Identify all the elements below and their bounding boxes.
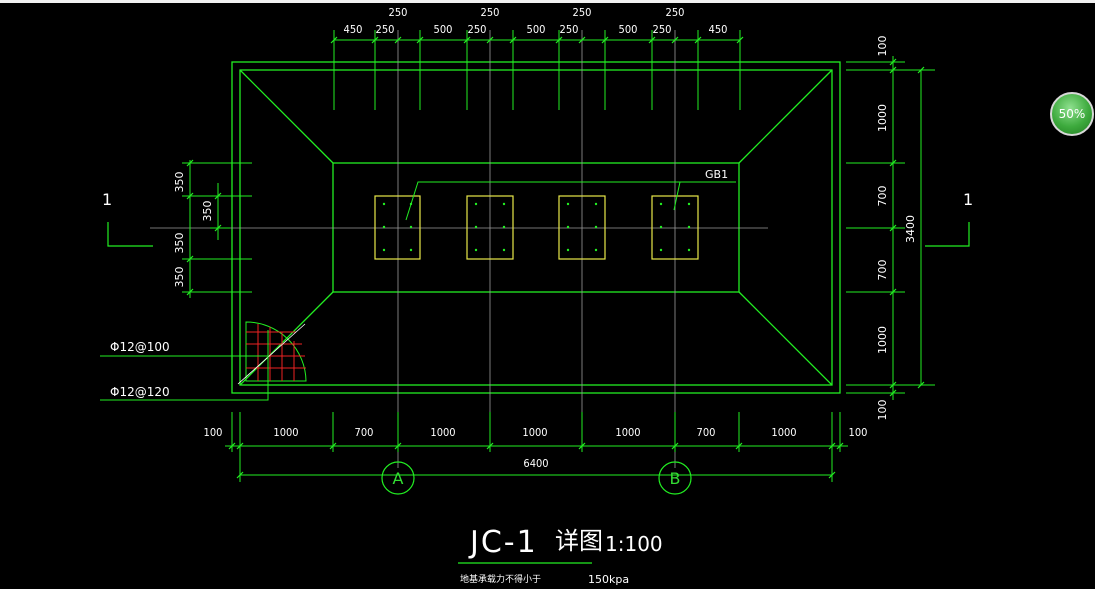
dim-bottom: 1000 <box>522 426 547 439</box>
dim-right: 100 <box>876 36 889 57</box>
dim-top-lower: 250 <box>376 23 395 36</box>
dim-left: 350 <box>173 233 186 254</box>
dim-right: 1000 <box>876 104 889 132</box>
column-3 <box>558 195 606 260</box>
dim-top-lower: 250 <box>560 23 579 36</box>
dim-top-upper: 250 <box>573 6 592 19</box>
dim-bottom: 1000 <box>771 426 796 439</box>
column-bars <box>382 202 691 252</box>
bearing-capacity-value: 150kpa <box>588 573 629 586</box>
bearing-capacity-note: 地基承载力不得小于 <box>460 573 541 585</box>
left-dimension-ticks <box>186 159 222 296</box>
dim-top-lower: 450 <box>709 23 728 36</box>
top-dimension-ticks <box>330 36 744 44</box>
rebar-label-1: Φ12@100 <box>110 340 170 354</box>
column-4 <box>651 195 699 260</box>
dim-top-upper: 250 <box>481 6 500 19</box>
drawing-scale: 1:100 <box>605 532 663 556</box>
bottom-dims: 100 1000 700 1000 1000 1000 700 1000 100… <box>204 426 868 470</box>
dim-bottom: 1000 <box>430 426 455 439</box>
dim-top-lower: 500 <box>434 23 453 36</box>
dim-top-upper: 250 <box>389 6 408 19</box>
gb1-leader <box>405 181 736 221</box>
column-1 <box>374 195 421 260</box>
dim-top-lower: 500 <box>527 23 546 36</box>
gb1-label: GB1 <box>705 168 728 181</box>
dim-bottom: 700 <box>697 426 716 439</box>
rebar-leaders <box>100 330 269 401</box>
dim-bottom: 700 <box>355 426 374 439</box>
top-dims-lower: 450 250 500 250 500 250 500 250 450 <box>344 23 728 36</box>
section-mark-left: 1 <box>102 190 112 209</box>
dim-top-lower: 250 <box>653 23 672 36</box>
dim-bottom: 100 <box>204 426 223 439</box>
dim-right: 700 <box>876 186 889 207</box>
axis-b-label: B <box>670 469 681 488</box>
dim-top-lower: 450 <box>344 23 363 36</box>
dim-bottom: 1000 <box>615 426 640 439</box>
dim-left: 350 <box>173 172 186 193</box>
right-dimension-lines <box>846 56 935 400</box>
top-dimension-lines <box>333 30 741 110</box>
right-dimension-ticks <box>889 58 925 397</box>
columns <box>374 195 699 260</box>
column-2 <box>466 195 514 260</box>
section-mark-right: 1 <box>963 190 973 209</box>
axis-a-label: A <box>393 469 404 488</box>
dim-bottom-total: 6400 <box>523 457 548 470</box>
axis-bubbles <box>381 461 692 495</box>
bottom-dimension-ticks <box>228 442 844 479</box>
drawing-title-suffix: 详图 <box>555 527 603 555</box>
dim-top-upper: 250 <box>666 6 685 19</box>
dim-top-lower: 500 <box>619 23 638 36</box>
dim-left: 350 <box>173 267 186 288</box>
section-mark-lines <box>107 222 970 247</box>
dim-right-total: 3400 <box>904 215 917 243</box>
dim-left-inner: 350 <box>201 201 214 222</box>
grid-lines <box>150 30 768 468</box>
rebar-label-2: Φ12@120 <box>110 385 170 399</box>
footing-outline <box>231 61 841 394</box>
top-dims-upper: 250 250 250 250 <box>389 6 685 19</box>
drawing-title: JC-1 <box>468 525 538 560</box>
dim-right: 700 <box>876 260 889 281</box>
dim-right: 1000 <box>876 326 889 354</box>
dim-bottom: 100 <box>849 426 868 439</box>
zoom-level-badge[interactable]: 50% <box>1050 92 1094 136</box>
dim-bottom: 1000 <box>273 426 298 439</box>
bottom-dimension-lines <box>225 412 848 482</box>
left-dimension-lines <box>182 160 252 298</box>
top-border <box>0 0 1095 3</box>
right-dims: 100 1000 700 700 1000 100 3400 <box>876 36 917 421</box>
left-dims: 350 350 350 350 <box>173 172 214 288</box>
dim-right: 100 <box>876 400 889 421</box>
dim-top-lower: 250 <box>468 23 487 36</box>
